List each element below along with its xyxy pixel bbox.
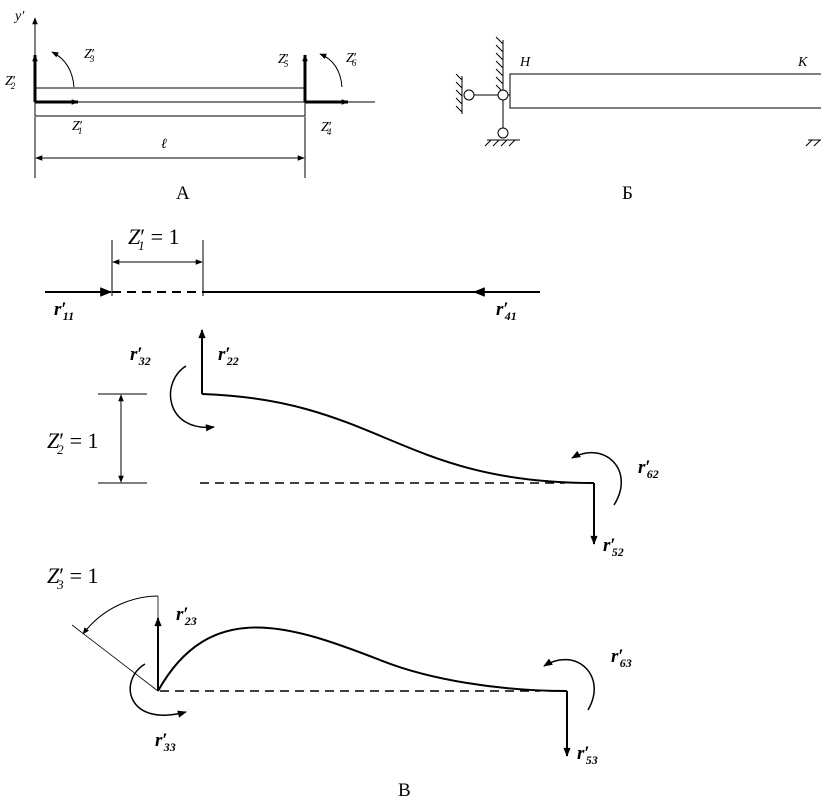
hinge-node [497, 89, 509, 101]
left-hinge [463, 89, 475, 101]
label-z3: Z′3 [84, 47, 95, 64]
moment-r32-arrow [169, 365, 215, 432]
panel-b: Н К Б [455, 36, 821, 204]
label-z5: Z′5 [278, 52, 289, 69]
caption-a: А [176, 183, 190, 204]
right-ground-hatch [805, 139, 821, 147]
label-z1: Z′1 [72, 119, 83, 136]
moment-r62-arrow [571, 450, 622, 506]
label-r23: r′23 [176, 604, 197, 628]
node-h-label: Н [519, 55, 531, 70]
moment-r63-arrow [543, 658, 595, 711]
case-z1: Z′1= 1 r′11 r′41 [45, 224, 540, 323]
z1-equals-1-label: Z′1= 1 [128, 224, 179, 253]
caption-c: В [398, 780, 411, 801]
z3-equals-1-label: Z′3= 1 [47, 563, 98, 592]
label-r41: r′41 [496, 299, 517, 323]
case-z3: Z′3= 1 r′23 r′33 r′63 r′53 В [47, 563, 632, 801]
rotation-angle-arc [82, 595, 159, 635]
moment-r33-arrow [129, 663, 187, 718]
case-z2: Z′2= 1 r′32 r′22 r′62 r′52 [47, 329, 659, 559]
label-r63: r′63 [611, 646, 632, 670]
panel-a: y′ Z′1 Z′2 Z′3 Z′4 Z′5 Z′6 ℓ А [5, 9, 375, 204]
label-r53: r′53 [577, 743, 598, 767]
deflected-curve [157, 626, 568, 692]
ground-hatch [484, 139, 516, 147]
beam-nk-rect [509, 73, 821, 109]
label-z4: Z′4 [321, 120, 332, 137]
caption-b: Б [622, 183, 633, 204]
axis-y-label: y′ [13, 9, 25, 24]
dof-z6-arc-arrow [319, 53, 343, 88]
label-r62: r′62 [638, 457, 659, 481]
label-z6: Z′6 [346, 51, 357, 68]
node-k-label: К [797, 55, 808, 70]
label-r33: r′33 [155, 730, 176, 754]
length-label: ℓ [161, 137, 167, 152]
bottom-hinge [497, 127, 509, 139]
z2-equals-1-label: Z′2= 1 [47, 428, 98, 457]
label-r22: r′22 [218, 344, 239, 368]
dof-z3-arc-arrow [51, 51, 75, 88]
top-wall-hatch [495, 36, 504, 93]
rotation-reference-inclined [71, 624, 159, 692]
label-z2: Z′2 [5, 74, 16, 91]
label-r52: r′52 [603, 535, 624, 559]
label-r32: r′32 [130, 344, 151, 368]
left-wall-hatch [455, 73, 463, 113]
deflected-curve [201, 393, 595, 484]
label-r11: r′11 [54, 299, 74, 323]
